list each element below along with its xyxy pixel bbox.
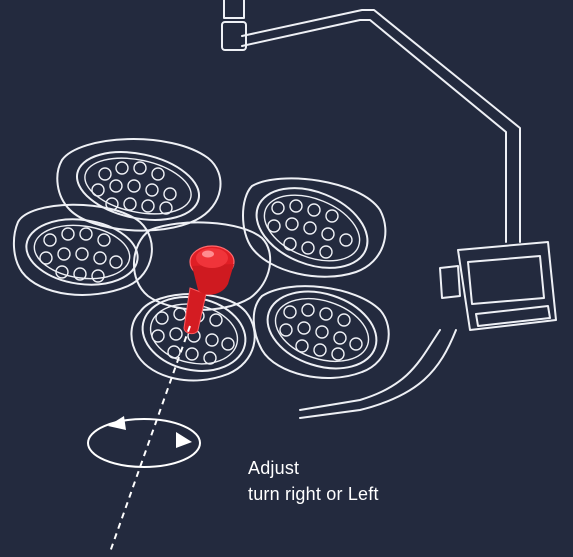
instruction-detail: turn right or Left xyxy=(248,481,379,507)
sterile-handle-icon[interactable] xyxy=(184,246,234,334)
rotation-arrow-icon xyxy=(88,416,200,467)
monitor xyxy=(440,242,556,330)
instruction-title: Adjust xyxy=(248,455,379,481)
adjust-instruction: Adjust turn right or Left xyxy=(248,455,379,507)
lamp-head-top-right xyxy=(243,173,385,283)
lamp-head-bottom-right xyxy=(254,278,389,381)
lamp-head-top-left xyxy=(57,139,220,231)
